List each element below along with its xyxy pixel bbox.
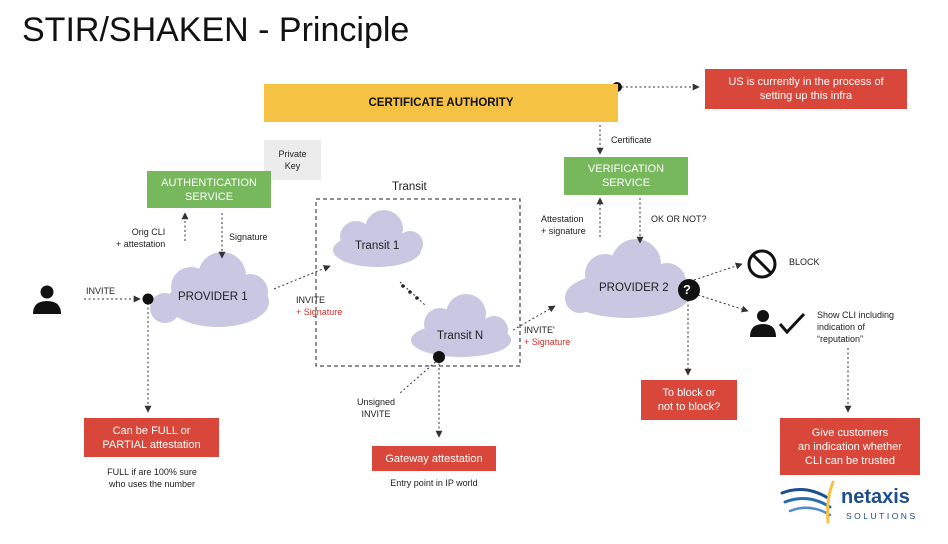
user-icon: [33, 285, 61, 314]
unsigned-invite-line-2: INVITE: [361, 409, 391, 419]
invite-signature-line-2: + Signature: [296, 307, 343, 317]
full-partial-box: Can be FULL or PARTIAL attestation: [84, 418, 219, 457]
to-block-line-2: not to block?: [657, 401, 721, 413]
invite-signature-label: INVITE + Signature: [296, 294, 342, 318]
block-icon: [747, 249, 777, 279]
invite-label: INVITE: [86, 286, 116, 296]
us-note-line-1: US is currently in the process of: [728, 76, 884, 88]
transit-label: Transit: [392, 181, 427, 193]
gateway-attestation-box: Gateway attestation: [372, 446, 496, 471]
us-infra-note-box: US is currently in the process of settin…: [705, 69, 907, 109]
cloud-transitN: [411, 294, 511, 357]
unsigned-invite-label: Unsigned INVITE: [357, 396, 395, 420]
invite-prime-line-2: + Signature: [524, 337, 571, 347]
transitN-label: Transit N: [437, 330, 484, 342]
show-cli-line-1: Show CLI including: [817, 310, 895, 320]
certificate-label: Certificate: [611, 135, 652, 145]
netaxis-logo-icon: [780, 480, 835, 524]
logo-subtitle: SOLUTIONS: [846, 511, 918, 521]
certificate-authority-box: CERTIFICATE AUTHORITY: [264, 84, 618, 122]
to-block-box: To block or not to block?: [641, 380, 737, 420]
orig-cli-line-2: + attestation: [116, 239, 166, 249]
orig-cli-line-1: Orig CLI: [131, 227, 166, 237]
invite-prime-line-1: INVITE': [524, 325, 555, 335]
provider2-label: PROVIDER 2: [599, 282, 669, 294]
page-title: STIR/SHAKEN - Principle: [22, 11, 410, 49]
entry-point-label: Entry point in IP world: [390, 478, 478, 488]
show-cli-line-3: “reputation”: [817, 334, 864, 344]
attestation-line-2: + signature: [541, 226, 586, 236]
transit-ellipsis: [401, 284, 419, 300]
full-note-line-1: FULL if are 100% sure: [107, 467, 197, 477]
verification-service-box: VERIFICATION SERVICE: [564, 157, 688, 195]
invite-signature-line-1: INVITE: [296, 295, 326, 305]
authentication-service-line-2: SERVICE: [184, 190, 234, 203]
question-icon: [678, 279, 700, 301]
show-cli-label: Show CLI including indication of “reputa…: [817, 309, 894, 345]
cloud-provider1: [150, 252, 269, 327]
question-mark: ?: [683, 282, 691, 297]
give-customers-line-3: CLI can be trusted: [805, 454, 895, 467]
logo-name: netaxis: [841, 486, 910, 508]
invite-prime-signature-label: INVITE' + Signature: [524, 324, 570, 348]
full-partial-line-2: PARTIAL attestation: [102, 438, 201, 451]
verification-service-line-1: VERIFICATION: [587, 163, 665, 175]
full-partial-line-1: Can be FULL or: [112, 424, 191, 437]
cloud-transit1: [333, 210, 423, 267]
signature-label: Signature: [229, 232, 268, 242]
attestation-line-1: Attestation: [541, 214, 584, 224]
orig-cli-label: Orig CLI + attestation: [116, 226, 165, 250]
private-key-line-2: Key: [284, 161, 301, 171]
transit1-label: Transit 1: [355, 240, 400, 252]
full-note-line-2: who uses the number: [108, 479, 196, 489]
show-cli-line-2: indication of: [817, 322, 866, 332]
block-label: BLOCK: [789, 257, 820, 267]
ok-or-not-label: OK OR NOT?: [651, 214, 707, 224]
private-key-box: Private Key: [264, 140, 321, 180]
private-key-line-1: Private: [278, 149, 307, 159]
to-block-line-1: To block or: [662, 387, 716, 399]
authentication-service-line-1: AUTHENTICATION: [161, 176, 257, 189]
us-note-line-2: setting up this infra: [759, 90, 853, 102]
give-customers-line-1: Give customers: [811, 426, 889, 439]
give-customers-box: Give customers an indication whether CLI…: [780, 418, 920, 475]
give-customers-line-2: an indication whether: [798, 440, 902, 453]
unsigned-invite-line-1: Unsigned: [357, 397, 396, 407]
authentication-service-box: AUTHENTICATION SERVICE: [147, 171, 271, 208]
verification-service-line-2: SERVICE: [601, 177, 651, 189]
user-check-icon: [750, 310, 806, 337]
provider1-label: PROVIDER 1: [178, 291, 248, 303]
cloud-provider2: [565, 239, 690, 318]
full-note-label: FULL if are 100% sure who uses the numbe…: [83, 466, 221, 490]
attestation-signature-label: Attestation + signature: [541, 213, 586, 237]
transit-frame: [315, 198, 521, 367]
